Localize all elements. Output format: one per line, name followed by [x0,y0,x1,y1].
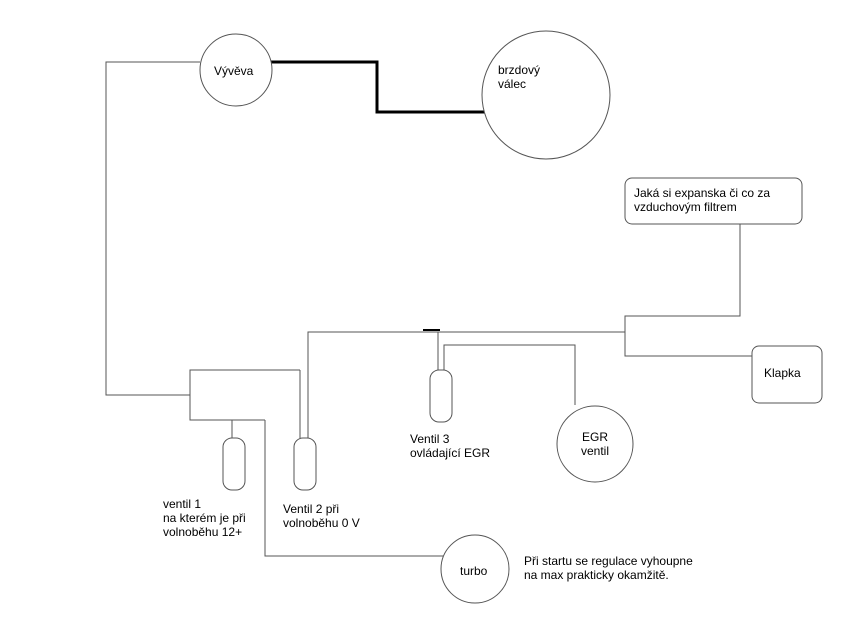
turbo-note: Při startu se regulace vyhoupne na max p… [524,554,693,582]
ventil1-body [222,437,246,491]
klapka-box [751,345,823,404]
vyveva-circle [199,33,273,107]
egr-circle [556,405,634,483]
ventil2-label: Ventil 2 při volnoběhu 0 V [283,502,360,530]
hose-to-turbo [264,420,447,557]
manifold-block [189,369,300,421]
junction-block [624,224,752,357]
brzdovy-valec-circle [481,30,611,160]
brzdovy-valec-label: brzdový válec [498,63,541,91]
vyveva-label: Vývěva [214,64,254,78]
ventil1-label: ventil 1 na kterém je při volnoběhu 12+ [163,497,246,539]
turbo-label: turbo [460,564,488,578]
brake-line [270,60,512,114]
klapka-label: Klapka [764,366,801,380]
expanska-label: Jaká si expanska či co za vzduchovým fil… [634,186,771,214]
egr-ventil-label: EGR ventil [580,430,609,458]
ventil2-body [293,437,317,491]
turbo-circle [440,534,510,604]
ventil3-label: Ventil 3 ovládající EGR [410,432,491,460]
hose-vyveva-to-block [105,61,200,396]
ventil3-body [429,369,453,423]
expanska-box [624,177,803,225]
hose-upper-line [307,331,625,438]
hose-to-egr [443,344,576,405]
